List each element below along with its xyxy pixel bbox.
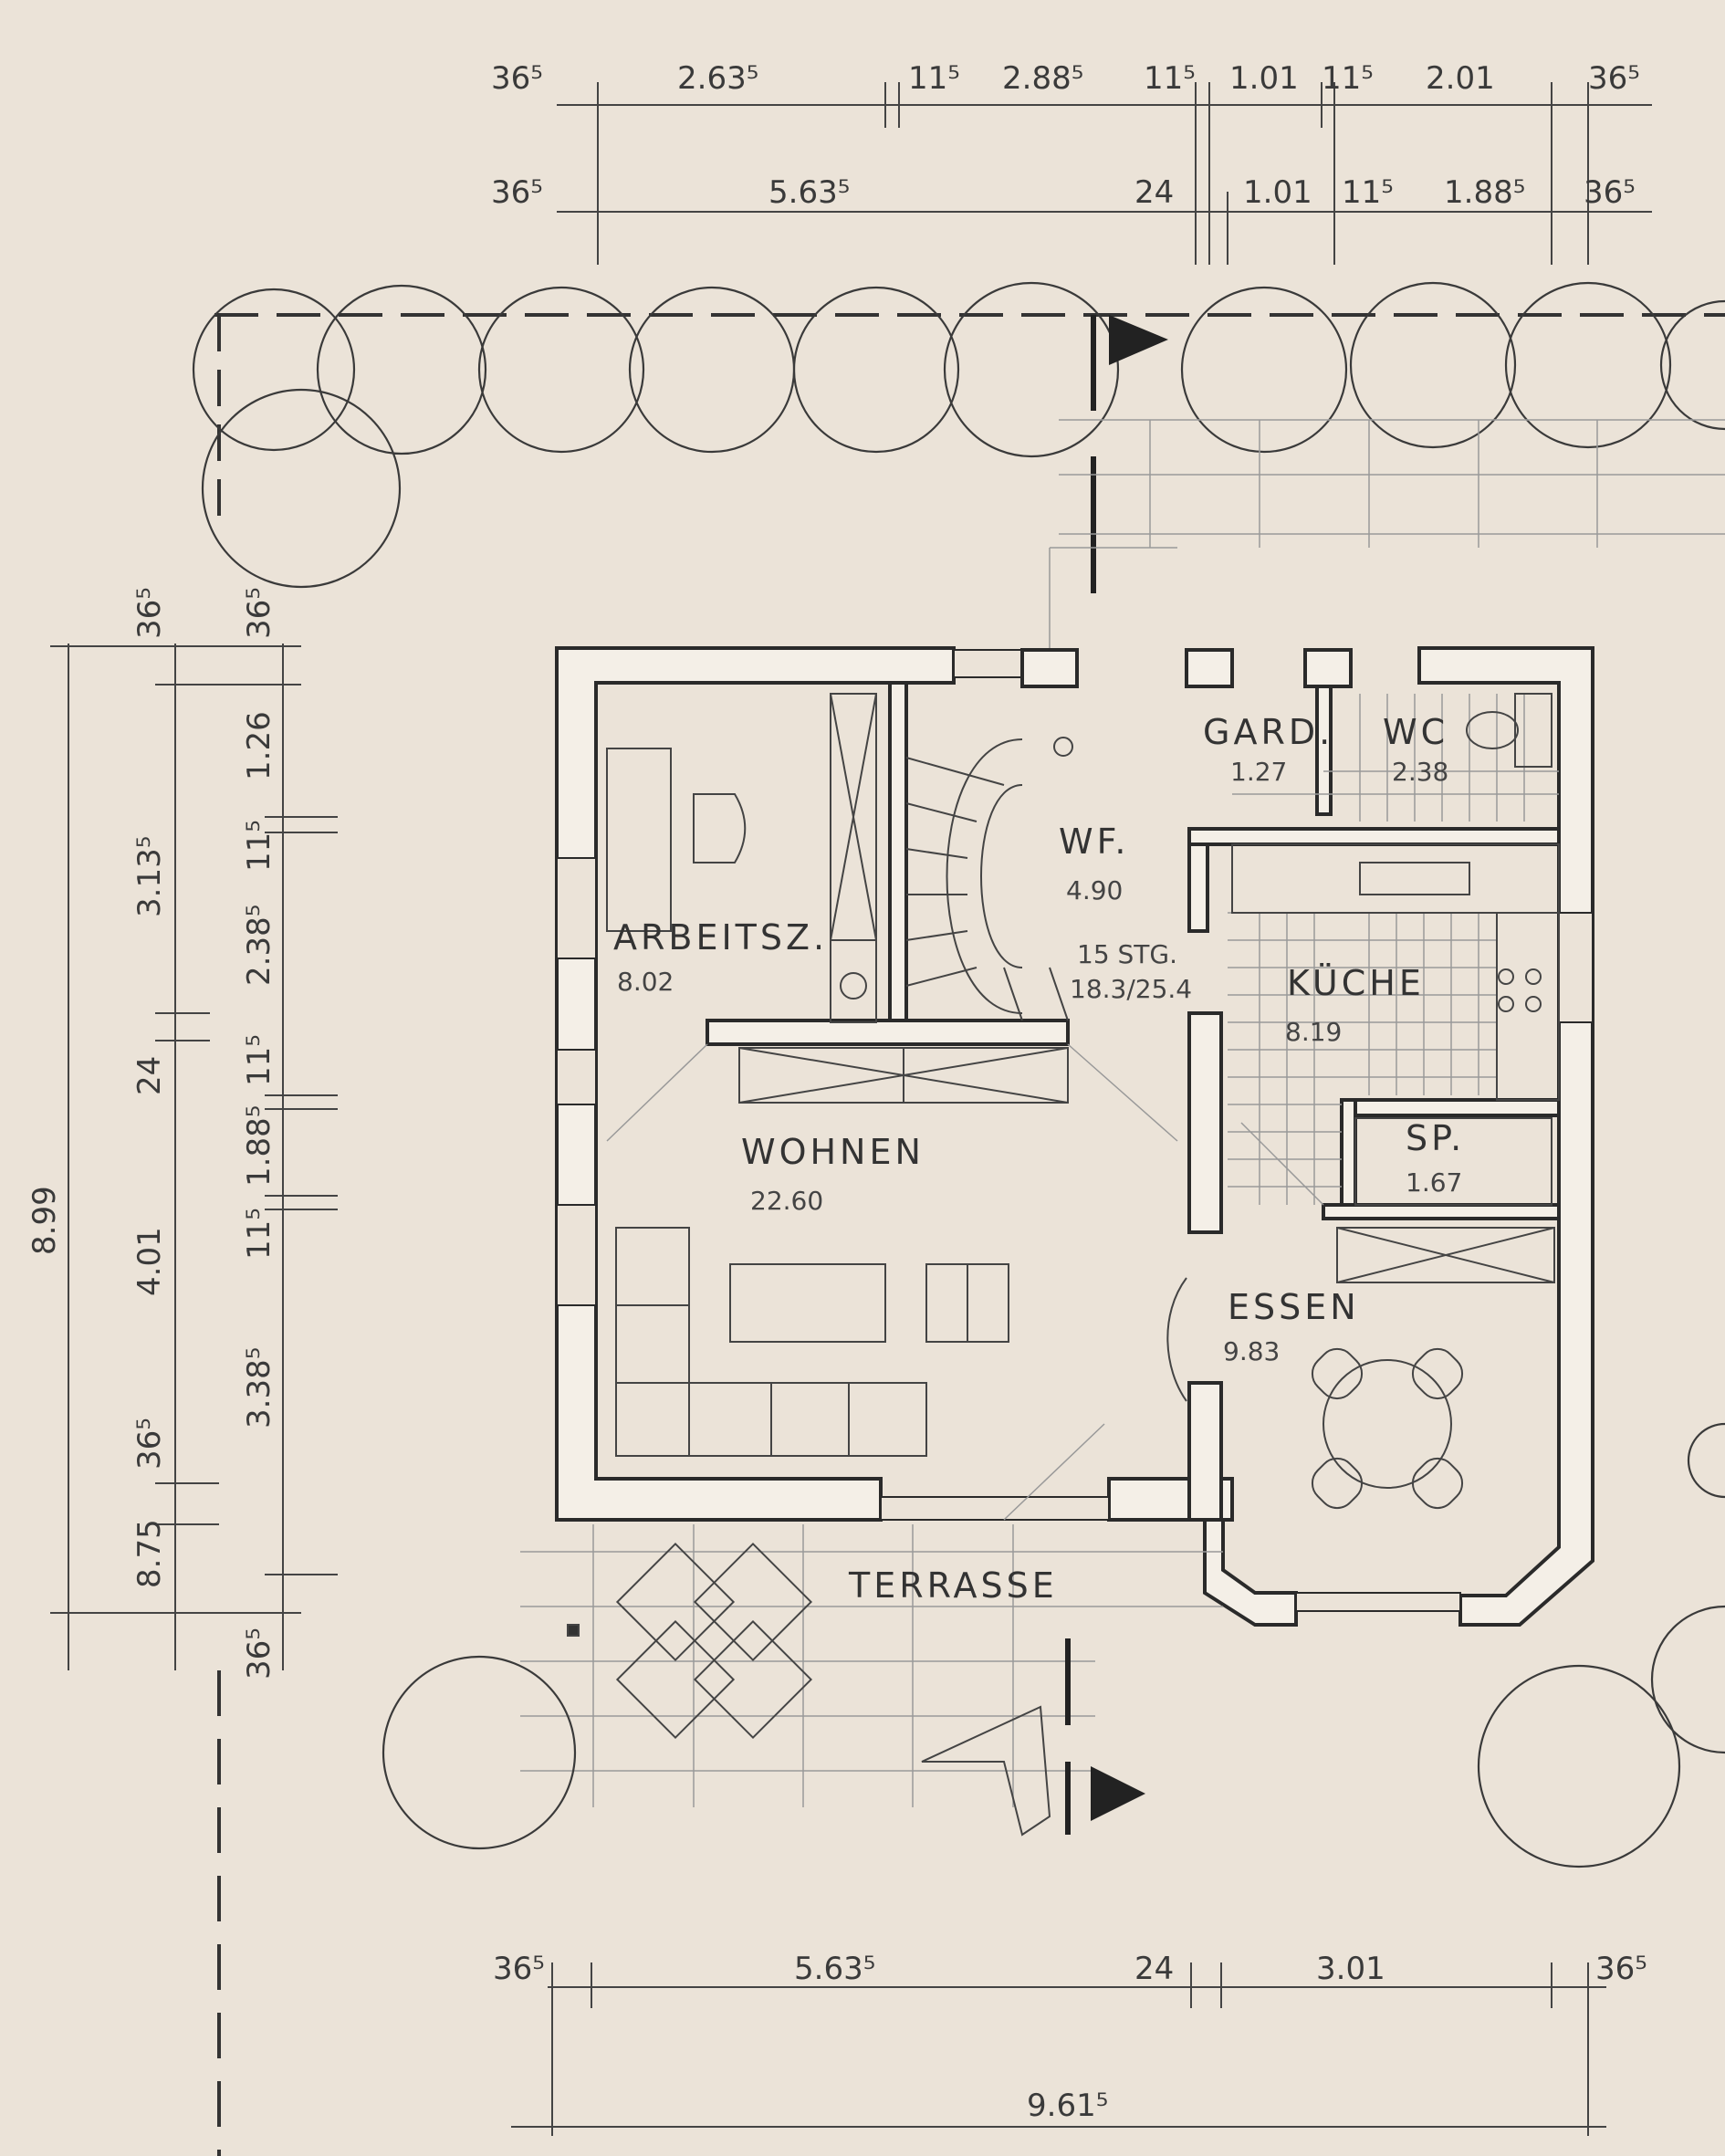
bottom-dim-3: 24 (1134, 1951, 1174, 1987)
top-dim-1: 36⁵ (491, 60, 543, 97)
left-dim-total: 8.99 (26, 1186, 63, 1255)
room-kueche-name: KÜCHE (1287, 963, 1425, 1003)
door-swings (606, 1043, 1324, 1521)
left-dim-b3: 11⁵ (241, 820, 277, 872)
left-dim-b5: 11⁵ (241, 1034, 277, 1086)
room-wf-area: 4.90 (1066, 875, 1123, 905)
top2-dim-6: 1.88⁵ (1444, 174, 1525, 211)
terrace-furniture (567, 1542, 813, 1740)
top-dim-6: 1.01 (1229, 60, 1299, 97)
room-wf-name: WF. (1059, 822, 1129, 862)
house (555, 646, 1594, 1627)
bottom-dim-1: 36⁵ (493, 1951, 545, 1987)
left-dim-b4: 2.38⁵ (241, 905, 277, 986)
room-sp-area: 1.67 (1406, 1167, 1462, 1198)
bottom-dim-2: 5.63⁵ (794, 1951, 875, 1987)
room-gard-name: GARD. (1203, 712, 1333, 752)
top-dim-4: 2.88⁵ (1002, 60, 1083, 97)
entrance-marker-top (1091, 315, 1168, 593)
left-dimension-lines: 8.99 36⁵ 4.01 24 3.13⁵ 36⁵ 8.75 36⁵ 1.26… (26, 587, 338, 1680)
staircase (905, 737, 1073, 1021)
bottom-dim-5: 36⁵ (1595, 1951, 1647, 1987)
top-dim-2: 2.63⁵ (677, 60, 758, 97)
room-wc-area: 2.38 (1392, 757, 1448, 787)
entrance-marker-bottom (921, 1638, 1145, 1837)
room-labels: ARBEITSZ. 8.02 WF. 4.90 15 STG. 18.3/25.… (613, 712, 1465, 1606)
bottom-dimension-lines: 36⁵ 5.63⁵ 24 3.01 36⁵ 9.61⁵ (493, 1951, 1647, 2136)
left-dim-b9: 36⁵ (241, 1627, 277, 1680)
top-dimension-lines: 36⁵ 2.63⁵ 11⁵ 2.88⁵ 11⁵ 1.01 11⁵ 2.01 36… (491, 60, 1652, 265)
room-sp-name: SP. (1406, 1118, 1465, 1158)
top-dim-9: 36⁵ (1588, 60, 1640, 97)
left-dim-b7: 11⁵ (241, 1208, 277, 1260)
terrace-paving (520, 1524, 1223, 1807)
room-gard-area: 1.27 (1230, 757, 1287, 787)
top2-dim-3: 24 (1134, 174, 1174, 211)
hedge-row (192, 281, 1725, 589)
top-dim-8: 2.01 (1426, 60, 1495, 97)
terrace-label: TERRASSE (848, 1565, 1058, 1606)
bottom-dim-4: 3.01 (1316, 1951, 1385, 1987)
garden-trees (382, 1422, 1725, 1868)
top-dim-3: 11⁵ (908, 60, 960, 97)
paving-top (1049, 419, 1725, 648)
kitchen-counter (1231, 843, 1560, 1283)
left-dim-a2: 4.01 (131, 1227, 168, 1296)
top2-dim-7: 36⁵ (1584, 174, 1636, 211)
left-dim-b6: 1.88⁵ (241, 1105, 277, 1187)
room-essen-name: ESSEN (1228, 1287, 1360, 1327)
left-dim-b1: 36⁵ (241, 587, 277, 639)
left-dim-a1: 36⁵ (131, 587, 168, 639)
study-furniture (606, 693, 877, 1023)
wc-fixtures (1466, 693, 1552, 768)
room-essen-area: 9.83 (1223, 1336, 1280, 1366)
room-arbeitsz-name: ARBEITSZ. (613, 917, 828, 958)
top2-dim-1: 36⁵ (491, 174, 543, 211)
left-dim-b2: 1.26 (241, 711, 277, 780)
left-dim-a3: 24 (131, 1056, 168, 1095)
dining-table (1166, 1277, 1464, 1510)
left-dim-a4: 3.13⁵ (131, 836, 168, 917)
bottom-dim-total: 9.61⁵ (1027, 2088, 1108, 2124)
room-wc-name: WC (1383, 712, 1448, 752)
room-kueche-area: 8.19 (1285, 1017, 1342, 1047)
left-dim-b8: 3.38⁵ (241, 1347, 277, 1429)
room-wohnen-name: WOHNEN (741, 1132, 925, 1172)
left-dim-a5: 36⁵ (131, 1418, 168, 1470)
top2-dim-4: 1.01 (1243, 174, 1312, 211)
top2-dim-5: 11⁵ (1342, 174, 1394, 211)
top-dim-7: 11⁵ (1322, 60, 1374, 97)
room-arbeitsz-area: 8.02 (617, 967, 674, 997)
left-dim-a6: 8.75 (131, 1519, 168, 1588)
stairs-ratio: 18.3/25.4 (1070, 974, 1192, 1004)
top-dim-5: 11⁵ (1144, 60, 1196, 97)
living-furniture (615, 1047, 1069, 1457)
top2-dim-2: 5.63⁵ (768, 174, 850, 211)
tile-grid (1228, 694, 1559, 1205)
room-wohnen-area: 22.60 (750, 1186, 823, 1216)
stairs-steps: 15 STG. (1077, 939, 1177, 969)
